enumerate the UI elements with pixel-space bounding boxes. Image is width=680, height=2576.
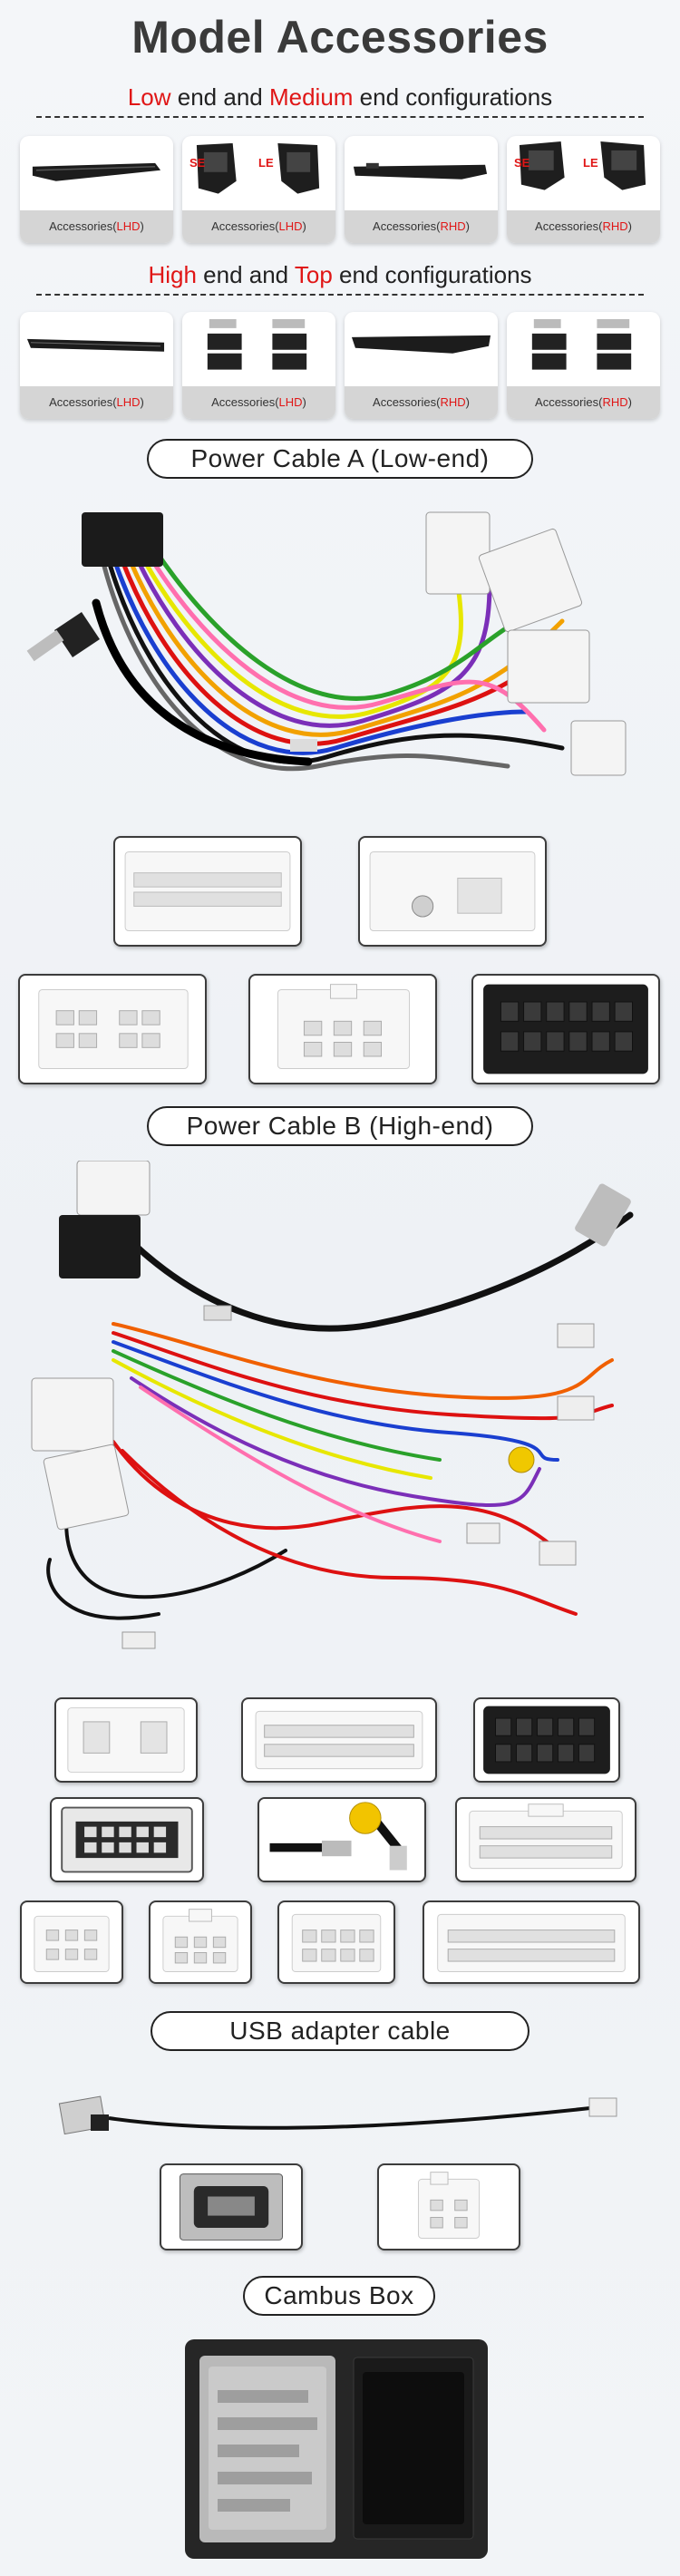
tag-se: SE xyxy=(189,156,206,170)
accessory-row-high-top: Accessories(LHD) Accessories(LHD) Access… xyxy=(20,312,660,419)
section-power-cable-b: Power Cable B (High-end) xyxy=(147,1106,533,1146)
connector-black-16pin-b xyxy=(473,1697,620,1783)
brackets-kit-image xyxy=(507,312,660,386)
cambus-box-photo xyxy=(181,2336,491,2562)
heading-word-high: High xyxy=(148,261,197,288)
config-heading-high-top: High end and Top end configurations xyxy=(0,261,680,289)
heading-rest: end configurations xyxy=(332,261,532,288)
section-cambus-box: Cambus Box xyxy=(243,2276,435,2316)
accessory-card[interactable]: Accessories(RHD) xyxy=(345,312,498,419)
dashed-divider xyxy=(36,116,644,118)
accessory-card[interactable]: SE LE Accessories(RHD) xyxy=(507,136,660,243)
connector-white-clip xyxy=(54,1697,198,1783)
heading-rest: end configurations xyxy=(353,83,553,111)
connector-usb-white xyxy=(377,2163,520,2250)
connector-rca-antenna xyxy=(257,1797,426,1882)
heading-word-top: Top xyxy=(294,261,333,288)
connector-white-6pin-c xyxy=(149,1900,252,1984)
page-title: Model Accessories xyxy=(131,12,549,63)
dash-trim-image xyxy=(345,312,498,386)
accessory-card[interactable]: Accessories(RHD) xyxy=(507,312,660,419)
connector-usb-gray xyxy=(160,2163,303,2250)
usb-cable-photo xyxy=(54,2082,635,2163)
power-cable-b-harness-photo xyxy=(14,1161,666,1650)
section-usb-adapter: USB adapter cable xyxy=(151,2011,529,2051)
connector-white-8pin xyxy=(277,1900,395,1984)
tag-le: LE xyxy=(583,156,598,170)
accessory-card[interactable]: Accessories(RHD) xyxy=(345,136,498,243)
connector-gray-10pin xyxy=(50,1797,204,1882)
section-power-cable-a: Power Cable A (Low-end) xyxy=(147,439,533,479)
side-brackets-image xyxy=(182,136,335,210)
accessory-label: Accessories(RHD) xyxy=(345,210,498,243)
connector-white-24pin xyxy=(113,836,302,947)
connector-white-6pin xyxy=(248,974,437,1084)
connector-white-28pin xyxy=(423,1900,640,1984)
accessory-label: Accessories(RHD) xyxy=(507,386,660,419)
accessory-label: Accessories(RHD) xyxy=(507,210,660,243)
accessory-label: Accessories(LHD) xyxy=(182,210,335,243)
accessory-row-low-medium: Accessories(LHD) SE LE Accessories(LHD) … xyxy=(20,136,660,243)
heading-word-medium: Medium xyxy=(268,83,354,111)
accessory-card[interactable]: Accessories(LHD) xyxy=(182,312,335,419)
dash-trim-image xyxy=(345,136,498,210)
accessory-label: Accessories(LHD) xyxy=(182,386,335,419)
connector-white-20pin xyxy=(455,1797,636,1882)
config-heading-low-medium: Low end and Medium end configurations xyxy=(0,83,680,112)
connector-white-6pin-b xyxy=(20,1900,123,1984)
heading-word-low: Low xyxy=(127,83,171,111)
heading-joiner: end and xyxy=(170,83,269,111)
accessory-label: Accessories(LHD) xyxy=(20,386,173,419)
dashed-divider xyxy=(36,294,644,296)
connector-white-24pin-b xyxy=(241,1697,437,1783)
heading-joiner: end and xyxy=(196,261,295,288)
tag-se: SE xyxy=(514,156,530,170)
connector-black-16pin xyxy=(471,974,660,1084)
accessory-card[interactable]: Accessories(LHD) xyxy=(20,136,173,243)
power-cable-a-harness-photo xyxy=(18,494,662,793)
side-brackets-image xyxy=(507,136,660,210)
connector-white-antenna xyxy=(358,836,547,947)
accessory-label: Accessories(RHD) xyxy=(345,386,498,419)
accessory-card[interactable]: SE LE Accessories(LHD) xyxy=(182,136,335,243)
dash-trim-image xyxy=(20,312,173,386)
brackets-kit-image xyxy=(182,312,335,386)
tag-le: LE xyxy=(258,156,274,170)
dash-trim-image xyxy=(20,136,173,210)
connector-white-12pin xyxy=(18,974,207,1084)
accessory-card[interactable]: Accessories(LHD) xyxy=(20,312,173,419)
accessory-label: Accessories(LHD) xyxy=(20,210,173,243)
